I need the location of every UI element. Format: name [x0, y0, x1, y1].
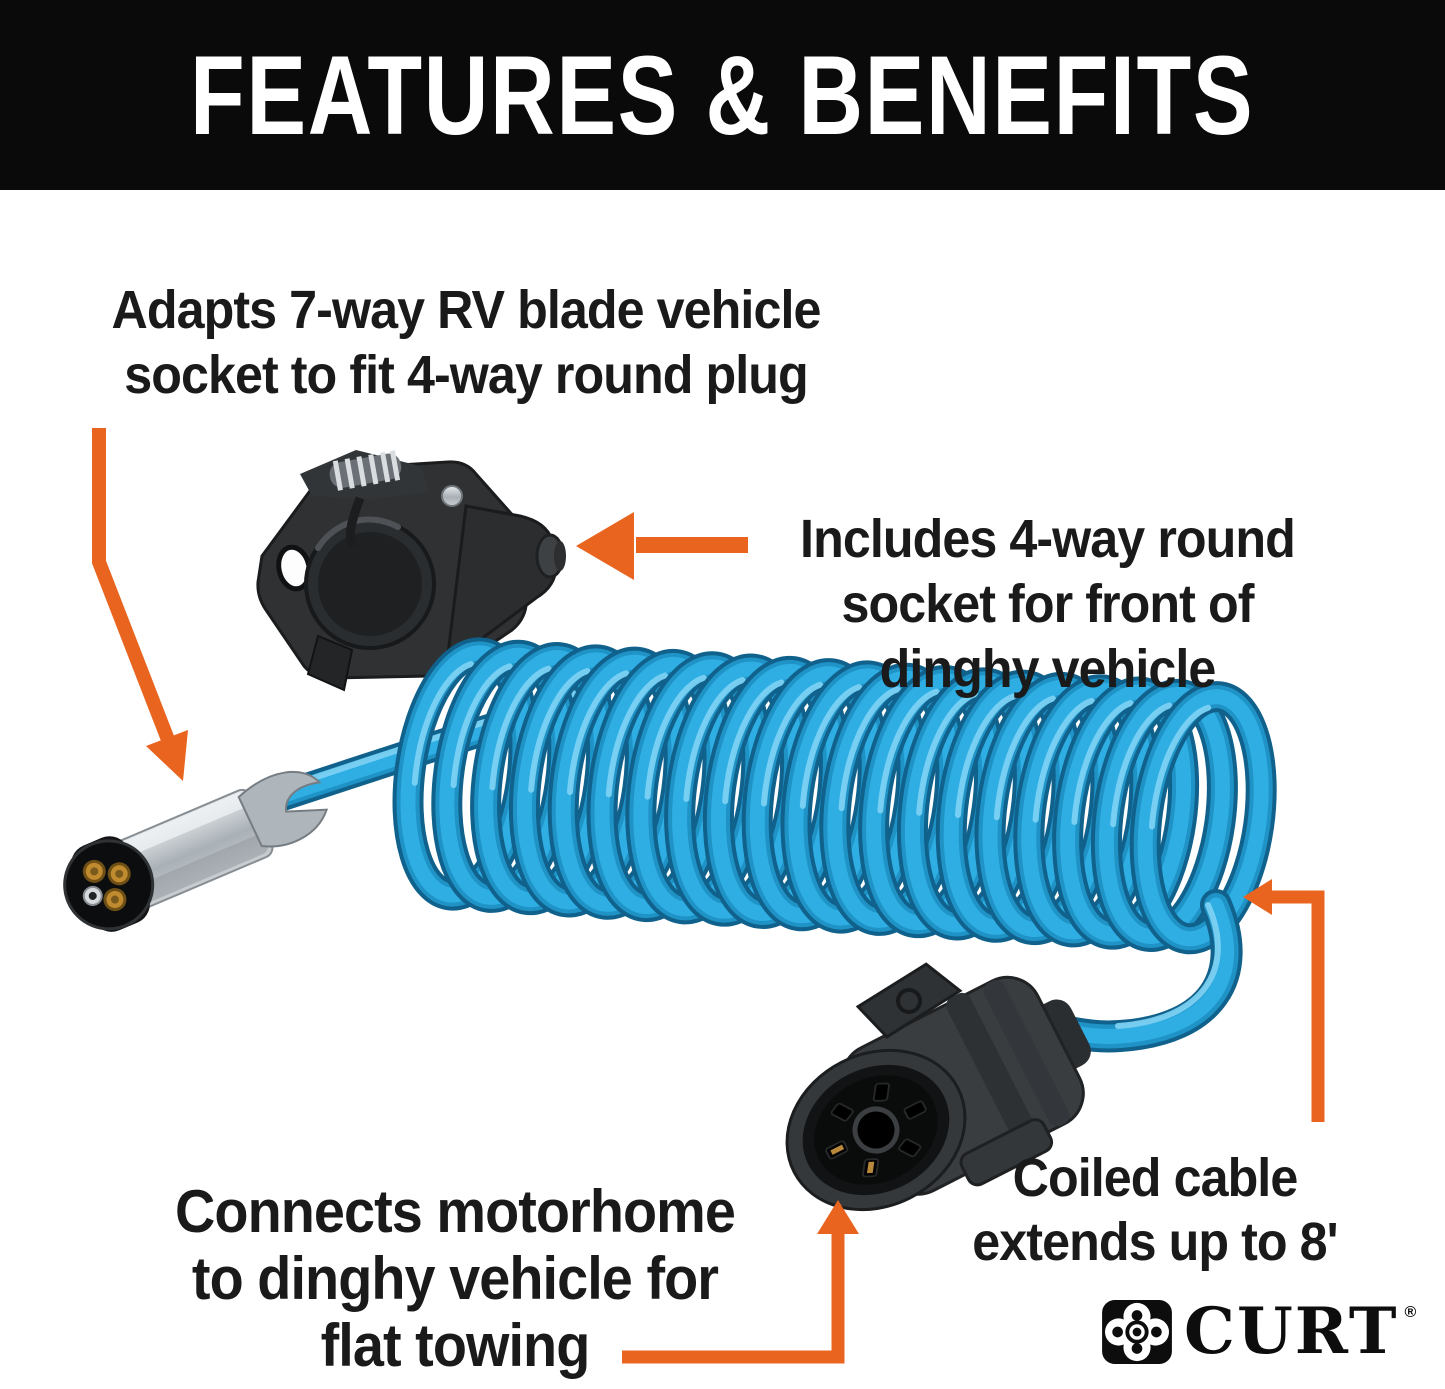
coiled-arrow — [1243, 879, 1325, 1122]
curt-wordmark: CURT — [1184, 1294, 1399, 1369]
four-way-round-socket — [256, 450, 566, 692]
includes-arrow — [576, 512, 748, 580]
lid-latch-tab — [306, 634, 354, 692]
plug-contacts — [82, 859, 131, 912]
pivot-pin — [441, 485, 463, 507]
latch-tab — [855, 962, 963, 1039]
annotation-includes: Includes 4-way round socket for front of… — [800, 509, 1296, 699]
curt-logo: CURT ® — [1102, 1300, 1416, 1364]
four-way-round-plug — [63, 770, 329, 932]
header-bar: FEATURES & BENEFITS — [0, 0, 1445, 190]
lid-spring — [329, 450, 402, 491]
curt-clover-icon — [1102, 1300, 1172, 1364]
adapts-arrow — [92, 428, 188, 781]
annotation-adapts: Adapts 7-way RV blade vehicle socket to … — [111, 280, 822, 405]
annotation-connects: Connects motorhome to dinghy vehicle for… — [175, 1178, 736, 1379]
registered-mark: ® — [1404, 1304, 1417, 1321]
plug-hook — [237, 770, 329, 848]
annotation-coiled: Coiled cable extends up to 8' — [972, 1148, 1338, 1272]
connects-arrow — [622, 1200, 859, 1364]
page-title: FEATURES & BENEFITS — [190, 32, 1255, 158]
center-pin-socket — [852, 1106, 900, 1154]
seven-way-blade-plug — [785, 962, 1091, 1212]
blade-slots — [825, 1082, 927, 1178]
